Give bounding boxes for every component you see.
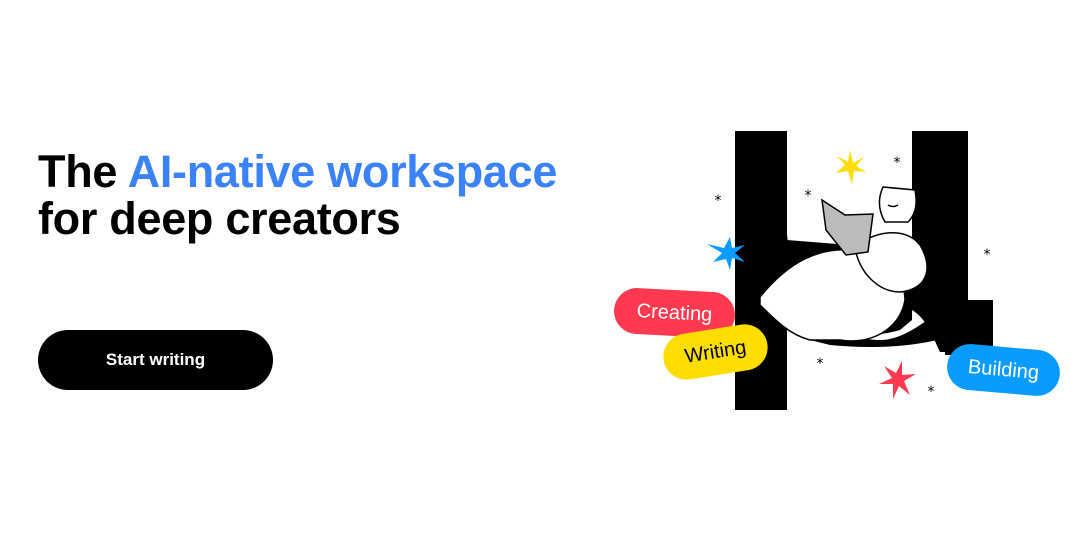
- svg-text:*: *: [805, 188, 812, 204]
- svg-text:*: *: [894, 155, 901, 171]
- star-icons: * * * * * *: [715, 155, 991, 400]
- reader-illustration: * * * * * *: [707, 131, 993, 410]
- title-text: The: [38, 146, 128, 197]
- svg-text:*: *: [984, 247, 991, 263]
- hero-illustration: * * * * * * Creating Writing Building: [600, 120, 1080, 420]
- svg-text:*: *: [715, 193, 722, 209]
- start-writing-button[interactable]: Start writing: [38, 330, 273, 390]
- svg-text:*: *: [817, 356, 824, 372]
- tag-label: Writing: [683, 335, 748, 368]
- red-sparkle-icon: [879, 361, 916, 399]
- tag-label: Building: [967, 355, 1040, 384]
- svg-text:*: *: [928, 384, 935, 400]
- title-accent: AI-native workspace: [127, 146, 558, 197]
- yellow-sparkle-icon: [836, 150, 866, 184]
- title-text-end: for deep creators: [38, 193, 401, 244]
- blue-sparkle-icon: [707, 237, 745, 270]
- reading-person: [759, 186, 928, 342]
- hero-title: The AI-native workspace for deep creator…: [38, 148, 558, 242]
- tag-label: Creating: [636, 299, 713, 326]
